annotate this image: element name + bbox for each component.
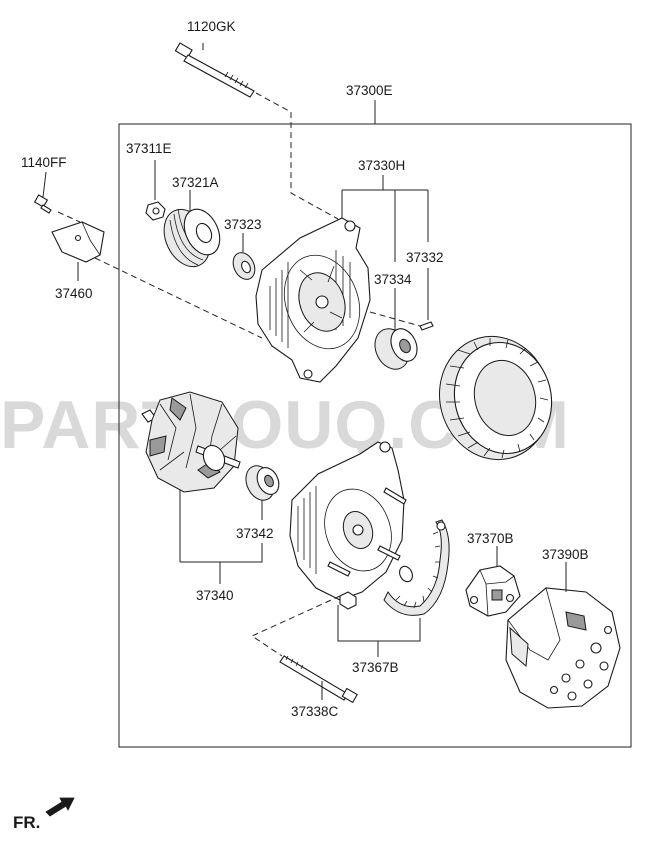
label-37332: 37332 bbox=[406, 250, 444, 265]
label-37323: 37323 bbox=[224, 217, 262, 232]
stator-assembly[interactable] bbox=[426, 324, 564, 472]
guide-line-bolt bbox=[255, 92, 339, 220]
label-1140FF: 1140FF bbox=[21, 155, 67, 170]
label-37321A: 37321A bbox=[172, 175, 219, 190]
screw-37332[interactable] bbox=[419, 321, 434, 331]
rotor-37340[interactable] bbox=[141, 391, 241, 562]
bolt-1120GK[interactable] bbox=[174, 42, 255, 98]
guide-line-mount bbox=[94, 257, 263, 339]
bracket-37340 bbox=[180, 543, 263, 563]
guide-line-bracket bbox=[57, 211, 81, 223]
rectifier-37367B[interactable] bbox=[383, 519, 450, 616]
label-37342: 37342 bbox=[236, 526, 274, 541]
bearing-37334[interactable] bbox=[369, 323, 422, 375]
bracket-37460[interactable] bbox=[51, 221, 105, 281]
bracket-37367B bbox=[337, 605, 421, 642]
label-37370B: 37370B bbox=[467, 531, 514, 546]
label-37311E: 37311E bbox=[126, 141, 172, 156]
rear-housing[interactable] bbox=[289, 441, 407, 610]
guide-line-through-bolt bbox=[250, 595, 341, 657]
bolt-37338C[interactable] bbox=[279, 655, 358, 704]
regulator-37370B[interactable] bbox=[465, 565, 521, 617]
spacer-37323[interactable] bbox=[229, 249, 259, 283]
front-housing-37330H[interactable] bbox=[255, 217, 372, 383]
label-37338C: 37338C bbox=[291, 704, 339, 719]
label-37300E: 37300E bbox=[346, 83, 393, 98]
bracket-37330H bbox=[341, 189, 429, 262]
pulley-37321A[interactable] bbox=[155, 202, 226, 274]
front-arrow-icon bbox=[45, 797, 75, 817]
label-37390B: 37390B bbox=[542, 547, 589, 562]
label-37367B: 37367B bbox=[352, 660, 399, 675]
label-37334: 37334 bbox=[374, 272, 412, 287]
label-37340: 37340 bbox=[196, 588, 234, 603]
nut-37311E[interactable] bbox=[145, 201, 166, 221]
bearing-37342[interactable] bbox=[241, 461, 283, 505]
bolt-1140FF[interactable] bbox=[33, 171, 52, 214]
label-37330H: 37330H bbox=[358, 158, 405, 173]
front-direction-label: FR. bbox=[13, 813, 40, 832]
label-37460: 37460 bbox=[55, 286, 93, 301]
label-1120GK: 1120GK bbox=[187, 19, 236, 34]
rear-cover-37390B[interactable] bbox=[505, 587, 621, 709]
